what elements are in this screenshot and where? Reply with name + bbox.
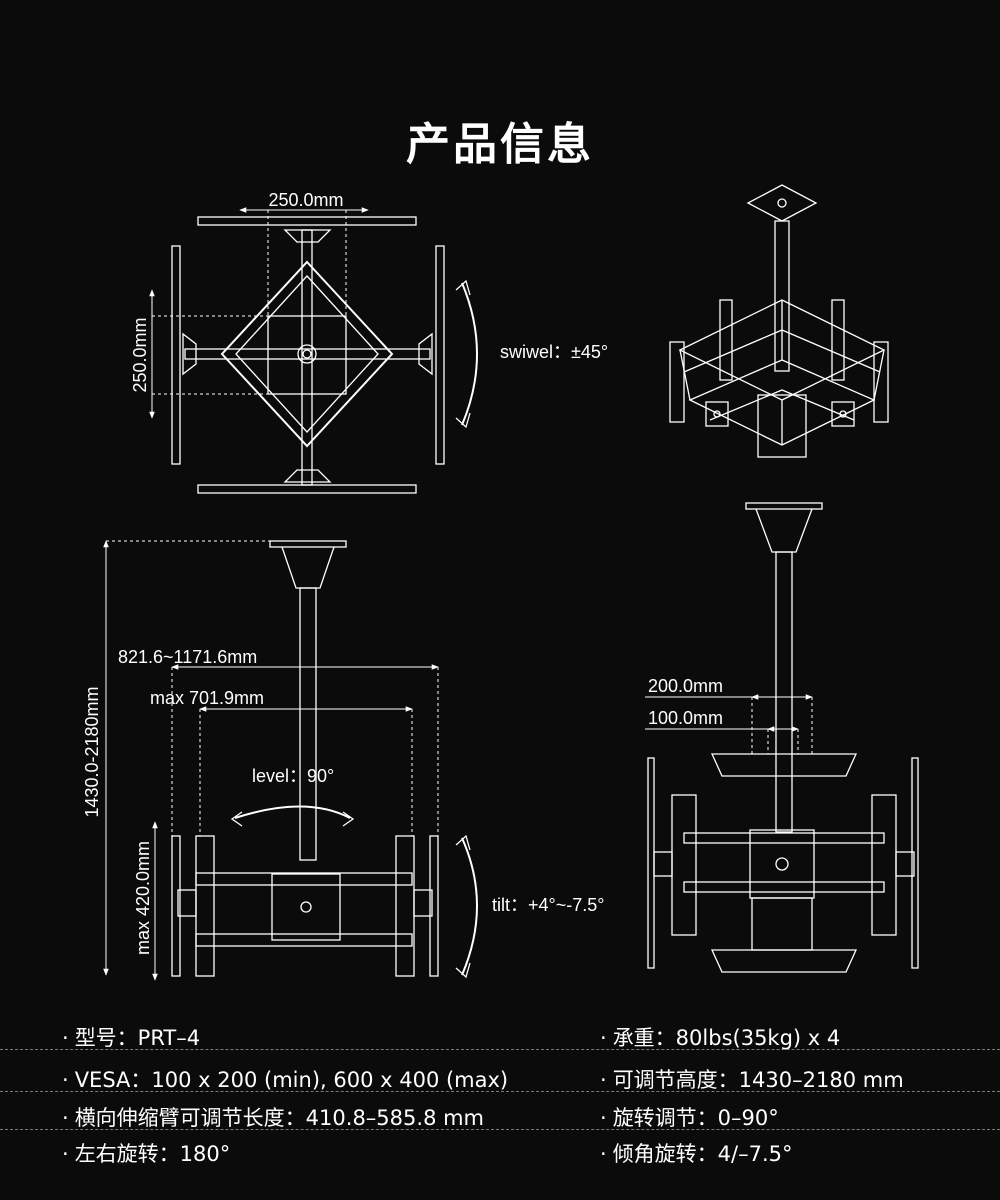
max-arm-dim: max 701.9mm (150, 688, 264, 708)
swivel-label: swiwel：±45° (500, 342, 608, 362)
top-width-dim: 250.0mm (268, 190, 343, 210)
height-range-dim: 1430.0-2180mm (82, 686, 102, 817)
front-dim-100: 100.0mm (648, 708, 723, 728)
spec-row: ·横向伸缩臂可调节长度：410.8–585.8 mm ·旋转调节：0–90° (0, 1096, 1000, 1130)
level-label: level：90° (252, 766, 334, 786)
spec-height: ·可调节高度：1430–2180 mm (600, 1068, 904, 1092)
row-separator (0, 1129, 1000, 1130)
side-view-drawing (171, 540, 478, 979)
spec-arm-length: ·横向伸缩臂可调节长度：410.8–585.8 mm (62, 1106, 485, 1130)
top-view-drawing (171, 216, 478, 494)
spec-row: ·VESA：100 x 200 (min), 600 x 400 (max) ·… (0, 1058, 1000, 1092)
max-vertical-dim: max 420.0mm (133, 841, 153, 955)
spec-swivel: ·左右旋转：180° (62, 1142, 231, 1166)
spec-row: ·型号：PRT–4 ·承重：80lbs(35kg) x 4 (0, 1016, 1000, 1050)
front-view-drawing (647, 502, 919, 973)
top-height-dim: 250.0mm (130, 317, 150, 392)
spec-table: ·型号：PRT–4 ·承重：80lbs(35kg) x 4 ·VESA：100 … (0, 1016, 1000, 1200)
page-title: 产品信息 (406, 119, 594, 170)
span-dim: 821.6~1171.6mm (118, 647, 257, 667)
spec-rotation: ·旋转调节：0–90° (600, 1106, 779, 1130)
spec-vesa: ·VESA：100 x 200 (min), 600 x 400 (max) (62, 1068, 509, 1092)
row-separator (0, 1091, 1000, 1092)
tilt-label: tilt：+4°~-7.5° (492, 895, 604, 915)
spec-tilt: ·倾角旋转：4/–7.5° (600, 1142, 793, 1166)
spec-load: ·承重：80lbs(35kg) x 4 (600, 1026, 841, 1050)
front-dim-200: 200.0mm (648, 676, 723, 696)
product-technical-drawing: 250.0mm 250.0mm swiwel：±45° (82, 184, 919, 981)
spec-row: ·左右旋转：180° ·倾角旋转：4/–7.5° (0, 1132, 1000, 1166)
spec-model: ·型号：PRT–4 (62, 1026, 201, 1050)
row-separator (0, 1049, 1000, 1050)
iso-view-drawing (669, 184, 889, 458)
